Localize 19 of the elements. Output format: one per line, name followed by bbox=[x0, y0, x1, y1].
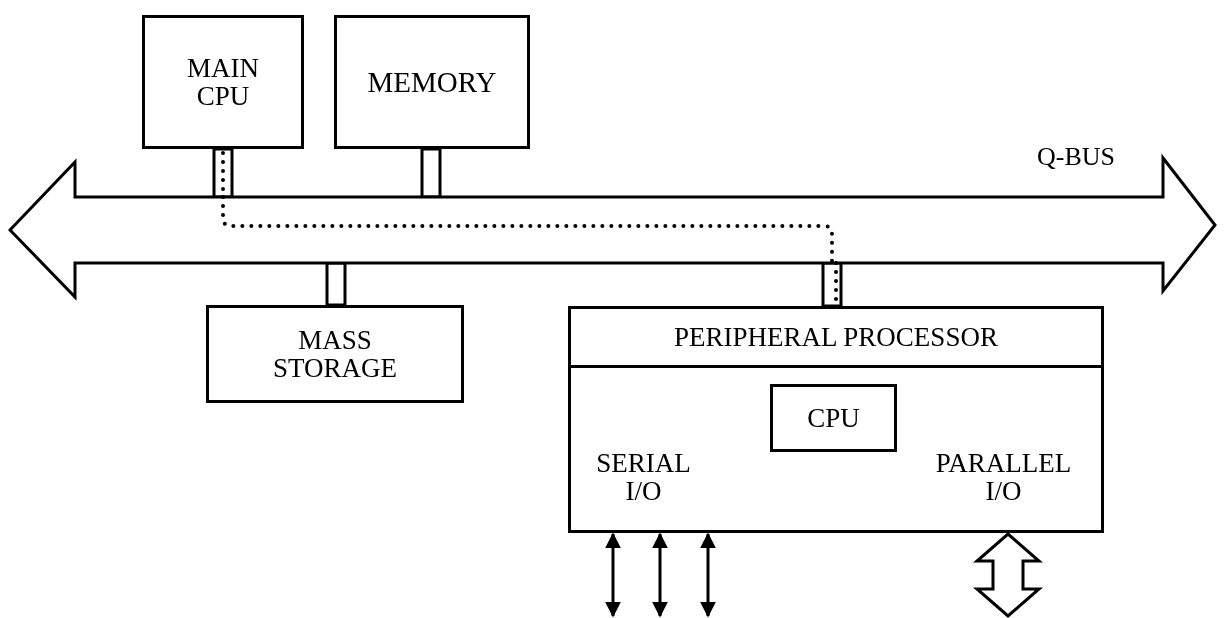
processor-box bbox=[568, 306, 1104, 533]
bus-connector bbox=[212, 147, 234, 199]
box-label: MASS STORAGE bbox=[272, 325, 398, 383]
double-arrow bbox=[700, 532, 716, 618]
box-heading: PERIPHERAL PROCESSOR bbox=[571, 309, 1101, 368]
box-label: MEMORY bbox=[367, 66, 497, 98]
box-label: MAIN CPU bbox=[186, 53, 260, 111]
component-box bbox=[142, 15, 304, 149]
bus-label: Q-BUS bbox=[1037, 143, 1115, 171]
port-label: PARALLEL I/O bbox=[934, 449, 1073, 506]
double-arrow bbox=[605, 532, 621, 618]
bus-connector bbox=[420, 147, 442, 199]
double-arrow bbox=[652, 532, 668, 618]
box-label: CPU bbox=[807, 403, 860, 433]
component-box bbox=[206, 305, 464, 403]
port-label: SERIAL I/O bbox=[595, 449, 692, 506]
component-box bbox=[770, 384, 897, 452]
hollow-double-arrow bbox=[973, 532, 1043, 618]
component-box bbox=[334, 15, 530, 149]
